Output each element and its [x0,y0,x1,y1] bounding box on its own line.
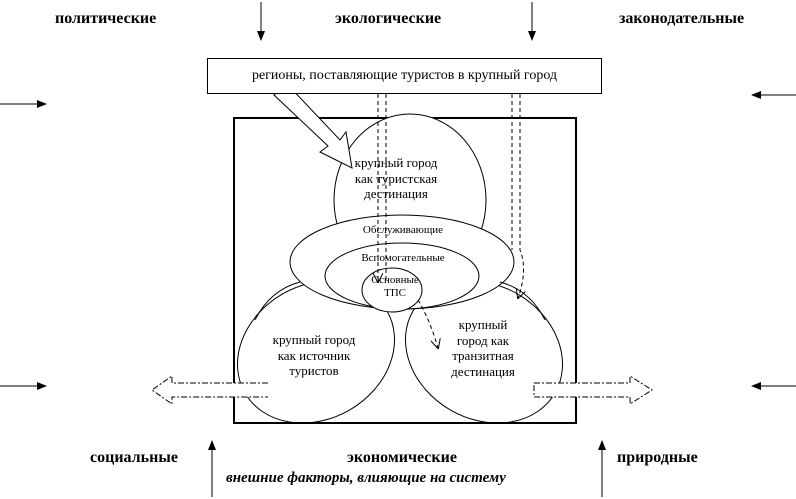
source-petal-edge [254,281,301,321]
transit-line-2: город как [456,332,510,348]
caption: внешние факторы, влияющие на систему [226,470,506,486]
destination-label: крупный город как туристская дестинация [355,155,438,202]
destination-line-3: дестинация [364,186,428,202]
factor-social: социальные [90,449,178,466]
auxiliary-tps-label: Вспомогательные [361,252,445,264]
outbound-right-arrow [533,375,653,405]
outbound-left-arrow [151,375,268,405]
regions-box: регионы, поставляющие туристов в крупный… [207,58,602,94]
main-tps-line-2: ТПС [383,287,406,300]
inbound-hollow-arrow [273,84,353,169]
destination-line-2: как туристская [354,170,438,186]
main-tps-line-1: Основные [371,274,419,286]
source-line-2: как источник [277,347,351,363]
main-tps-label: Основные ТПС [371,274,419,300]
transit-petal-edge [499,281,546,321]
transit-label: крупный город как транзитная дестинация [451,317,515,379]
source-line-3: туристов [289,363,339,379]
factor-natural: природные [617,449,698,466]
dashed-arrow-regions-to-transit-2 [518,94,524,298]
dashed-arrow-tps-to-transit [417,299,438,348]
source-label: крупный город как источник туристов [273,332,356,379]
factor-economic: экономические [347,449,457,466]
transit-line-4: дестинация [451,363,515,379]
factor-ecological: экологические [335,10,442,27]
factor-political: политические [55,10,157,27]
transit-line-1: крупный [458,317,508,332]
factor-legislative: законодательные [619,10,745,27]
source-line-1: крупный город [272,332,356,347]
destination-line-1: крупный город [354,155,438,170]
serving-tps-label: Обслуживающие [362,224,444,236]
transit-line-3: транзитная [452,348,514,364]
